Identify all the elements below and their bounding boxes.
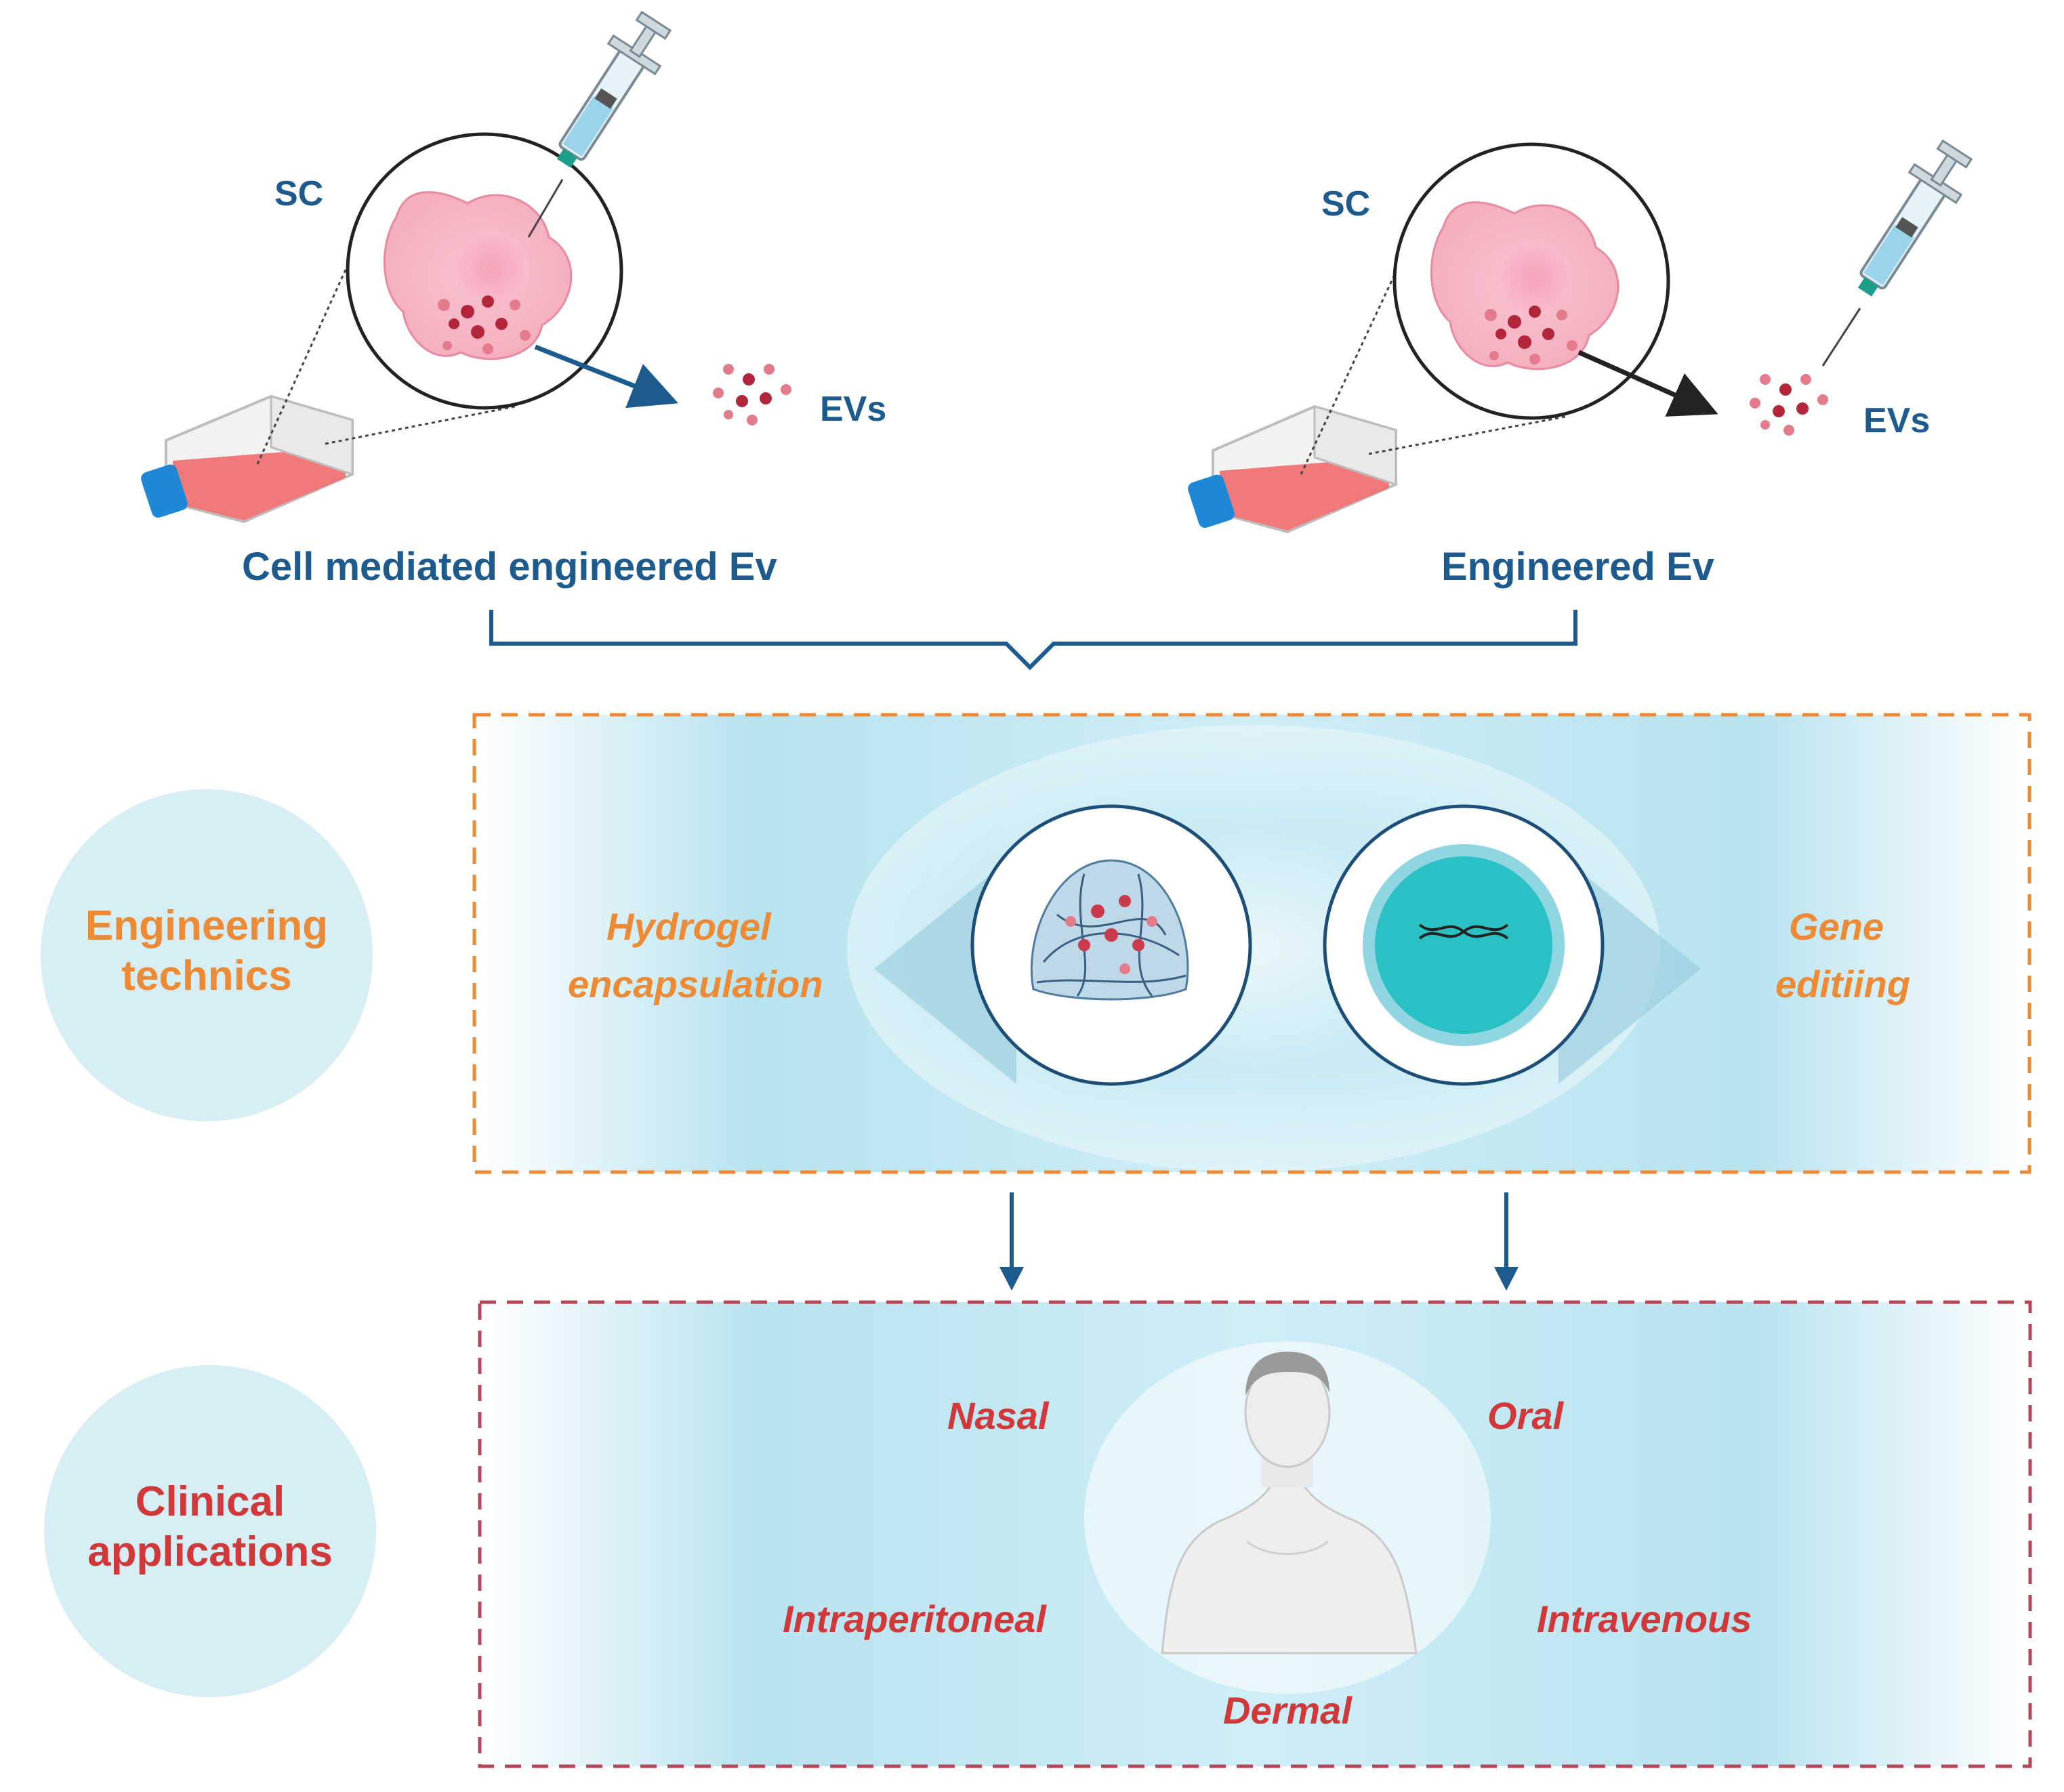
merge-bracket xyxy=(489,610,1577,671)
left-evs-label: EVs xyxy=(820,390,887,429)
hydrogel-label-line2: encapsulation xyxy=(568,963,823,1005)
route-intravenous: Intravenous xyxy=(1537,1598,1752,1640)
human-body-icon xyxy=(1161,1352,1418,1654)
left-evs-cluster xyxy=(713,364,791,425)
clinical-panel-border xyxy=(478,1300,2032,1768)
engineering-circle-label: Engineering technics xyxy=(85,902,329,1000)
route-nasal: Nasal xyxy=(947,1394,1049,1437)
left-release-arrow xyxy=(534,344,679,409)
right-panel-caption: Engineered Ev xyxy=(1441,545,1714,589)
down-arrow-left xyxy=(999,1192,1024,1291)
route-oral: Oral xyxy=(1487,1394,1564,1437)
engineering-circle xyxy=(41,789,373,1121)
right-release-arrow xyxy=(1577,350,1718,417)
gene-label-line2: editiing xyxy=(1775,963,1911,1005)
down-arrow-right xyxy=(1494,1192,1519,1291)
route-dermal: Dermal xyxy=(1223,1689,1352,1732)
engineering-panel-border xyxy=(472,713,2031,1174)
right-sc-label: SC xyxy=(1321,184,1371,224)
clinical-circle xyxy=(44,1365,376,1697)
gene-label-line1: Gene xyxy=(1789,905,1884,948)
hydrogel-label-line1: Hydrogel xyxy=(606,905,771,948)
left-cell-magnifier xyxy=(346,132,623,410)
left-sc-label: SC xyxy=(274,174,324,213)
left-culture-flask xyxy=(141,394,354,524)
left-syringe-icon xyxy=(527,10,672,238)
right-culture-flask xyxy=(1188,404,1397,534)
right-evs-label: EVs xyxy=(1863,401,1931,440)
clinical-circle-label: Clinical applications xyxy=(87,1478,333,1576)
dna-icon xyxy=(1323,804,1605,1086)
right-syringe-icon xyxy=(1821,139,1973,367)
right-cell-magnifier xyxy=(1392,142,1670,420)
right-evs-cluster xyxy=(1750,374,1828,436)
hydrogel-icon xyxy=(970,804,1252,1086)
route-intraperitoneal: Intraperitoneal xyxy=(783,1598,1046,1640)
left-panel-caption: Cell mediated engineered Ev xyxy=(242,545,777,589)
